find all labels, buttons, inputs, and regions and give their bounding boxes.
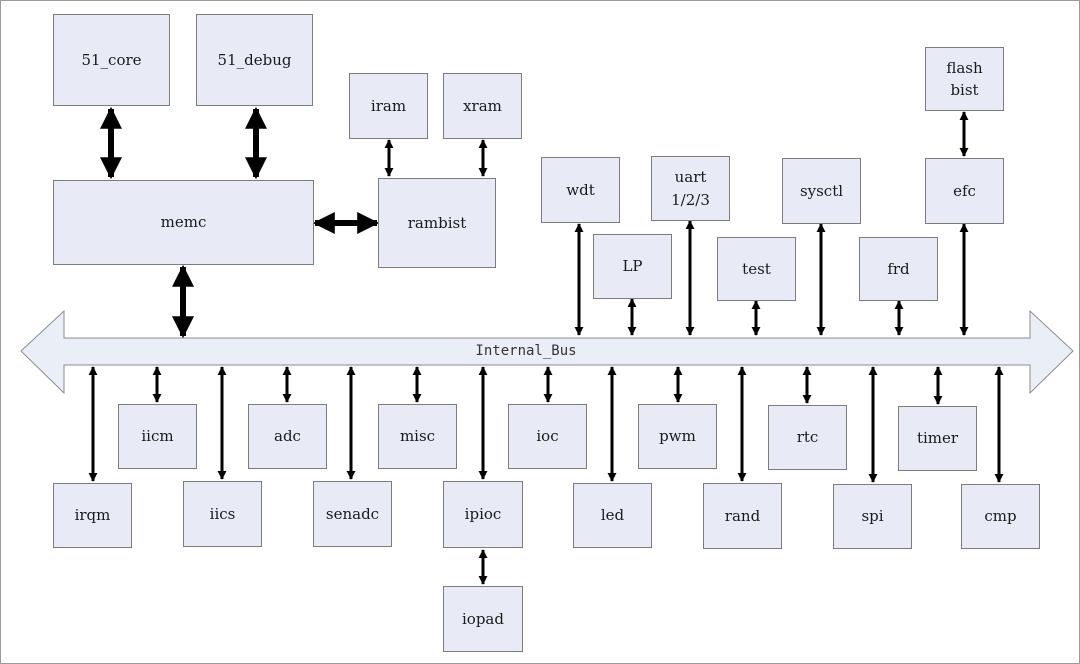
block-rambist: rambist xyxy=(378,178,496,268)
block-test: test xyxy=(717,237,796,301)
block-lp: LP xyxy=(593,234,672,299)
block-adc: adc xyxy=(248,404,327,469)
block-rtc: rtc xyxy=(768,405,847,470)
block-cmp: cmp xyxy=(961,484,1040,549)
block-memc: memc xyxy=(53,180,314,265)
block-uart: uart 1/2/3 xyxy=(651,156,730,221)
block-frd: frd xyxy=(859,237,938,301)
block-misc: misc xyxy=(378,404,457,469)
block-led: led xyxy=(573,483,652,548)
block-sysctl: sysctl xyxy=(782,158,861,224)
block-51-debug: 51_debug xyxy=(196,14,313,106)
block-iram: iram xyxy=(349,73,428,139)
block-irqm: irqm xyxy=(53,483,132,548)
block-iopad: iopad xyxy=(443,586,523,652)
block-timer: timer xyxy=(898,406,977,471)
block-flash-bist: flash bist xyxy=(925,47,1004,111)
block-pwm: pwm xyxy=(638,404,717,469)
block-iicm: iicm xyxy=(118,404,197,469)
block-51-core: 51_core xyxy=(53,14,170,106)
internal-bus-label: Internal_Bus xyxy=(475,343,577,359)
block-efc: efc xyxy=(925,158,1004,224)
block-wdt: wdt xyxy=(541,157,620,223)
block-iics: iics xyxy=(183,481,262,547)
block-rand: rand xyxy=(703,483,782,549)
block-senadc: senadc xyxy=(313,481,392,547)
block-ioc: ioc xyxy=(508,404,587,469)
internal-bus-arrow xyxy=(20,309,1074,395)
block-ipioc: ipioc xyxy=(443,481,523,548)
block-xram: xram xyxy=(443,73,522,139)
block-spi: spi xyxy=(833,484,912,549)
